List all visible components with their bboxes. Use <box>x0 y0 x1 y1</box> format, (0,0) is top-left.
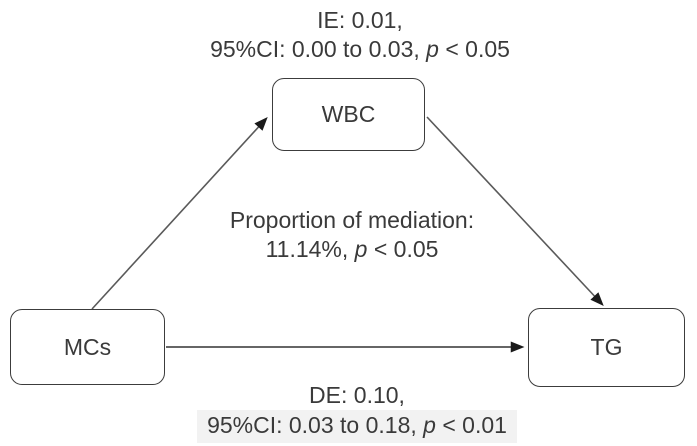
arrow-wbc-tg-icon <box>426 116 604 307</box>
node-mcs: MCs <box>10 309 165 385</box>
direct-effect-line2: 95%CI: 0.03 to 0.18, p < 0.01 <box>97 410 617 443</box>
indirect-effect-line2: 95%CI: 0.00 to 0.03, p < 0.05 <box>210 36 510 62</box>
direct-effect-highlight: 95%CI: 0.03 to 0.18, p < 0.01 <box>197 410 517 443</box>
p-value-symbol: p <box>423 412 436 438</box>
mediation-proportion-label: Proportion of mediation: 11.14%, p < 0.0… <box>127 206 577 264</box>
node-tg-label: TG <box>590 334 623 360</box>
node-mcs-label: MCs <box>63 333 112 360</box>
node-tg: TG <box>528 308 685 387</box>
indirect-effect-line1: IE: 0.01, <box>317 7 403 33</box>
mediation-proportion-line2: 11.14%, p < 0.05 <box>265 236 439 262</box>
indirect-effect-label: IE: 0.01, 95%CI: 0.00 to 0.03, p < 0.05 <box>80 6 640 64</box>
p-value-symbol: p <box>426 36 439 62</box>
arrow-mcs-wbc-icon <box>91 116 268 310</box>
mediation-proportion-line1: Proportion of mediation: <box>229 207 475 233</box>
node-wbc: WBC <box>272 78 425 151</box>
p-value-symbol: p <box>354 236 368 262</box>
direct-effect-line1: DE: 0.10, <box>309 382 405 408</box>
direct-effect-label: DE: 0.10, 95%CI: 0.03 to 0.18, p < 0.01 <box>97 381 617 443</box>
node-wbc-label: WBC <box>321 101 376 127</box>
